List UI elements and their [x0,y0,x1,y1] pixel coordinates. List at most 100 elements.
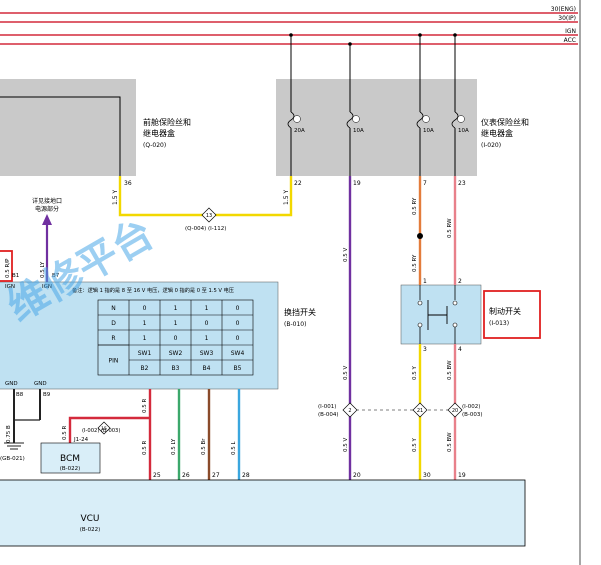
inst-pin-22: 22 [294,180,302,187]
truth-value: 1 [174,305,178,312]
inst-box-title-1: 仪表保险丝和 [481,117,529,127]
vcu-module: VCU (B-022) 25 26 27 28 20 30 19 [0,472,526,547]
conn-b004-refs-right: (I-002) [462,404,480,410]
pin-header: PIN [109,358,119,365]
truth-value: 1 [174,320,178,327]
conn-b004-refs-right2: (B-003) [462,412,483,418]
vcu-pin-19: 19 [458,472,466,479]
gauge-green: 0.5 LY [171,438,177,455]
fuse-icon: 10A [451,111,469,176]
connector-q004-refs: (Q-004) (I-112) [185,226,226,232]
vcu-code: (B-022) [80,527,101,533]
pin-b7: B7 [52,273,60,279]
truth-value: 0 [205,320,209,327]
brake-pin-2: 2 [458,278,462,285]
pin-b1: B1 [12,273,19,279]
bcm-title: BCM [60,454,80,464]
pin-number: B2 [141,365,149,372]
left-wire-gauge-1: 0.5 R/P [5,258,11,278]
brake-pin-3: 3 [423,346,427,353]
ign-label-1: IGN [5,284,15,290]
inst-pin-19: 19 [353,180,361,187]
truth-value: 1 [205,305,209,312]
conn-bcm-num: 15 [101,426,107,432]
gauge-pink-top: 0.5 RW [447,218,453,238]
arrow-up-icon [42,214,52,225]
inst-pin-7: 7 [423,180,427,187]
truth-value: 0 [236,305,240,312]
bus-note-2: 电源部分 [35,205,59,213]
gear-label: N [111,305,116,312]
vcu-pin-30: 30 [423,472,431,479]
gauge-purple-top: 0.5 V [343,248,349,262]
fuse-4-rating: 10A [458,128,469,134]
bcm-module: J1-24 BCM (B-022) [40,437,101,474]
vcu-title: VCU [80,514,99,524]
front-wire-gauge: 1.5 Y [112,190,119,205]
gear-label: R [111,335,115,342]
gauge-pink-low: 0.5 BW [447,360,453,380]
truth-value: 1 [143,320,147,327]
gear-label: D [111,320,116,327]
rail-label-30ip: 30(IP) [558,15,576,22]
gauge-ground: 0.75 B [6,425,12,443]
conn-b004-num2: 21 [417,408,423,414]
brake-pin-1: 1 [423,278,427,285]
gauge-orange-top: 0.5 RY [412,197,418,215]
rail-label-acc: ACC [564,37,576,44]
rail-label-ign: IGN [565,28,576,35]
inst-wire-gauge: 1.5 Y [283,190,290,205]
pin-number: B3 [172,365,180,372]
pin-b8: B8 [16,392,24,398]
gauge-yellow-low: 0.5 Y [412,438,418,452]
truth-value: 0 [174,335,178,342]
conn-b004-num: 2 [348,408,351,414]
bus-arrow-group: 详见接地口 电源部分 [32,197,62,282]
front-fuse-box: 前舱保险丝和 继电器盒 (Q-020) 36 [0,79,191,187]
vcu-pin-27: 27 [212,472,220,479]
connector-icon [412,402,428,418]
ground-code: (GB-021) [0,456,25,462]
front-box-title-1: 前舱保险丝和 [143,117,191,127]
connector-icon [447,402,463,418]
shifter-code: (B-010) [284,321,306,328]
vcu-pin-25: 25 [153,472,161,479]
connector-icon [97,421,111,435]
bcm-code: (B-022) [60,466,81,472]
shifter-title: 换挡开关 [284,307,316,317]
brake-switch: 制动开关 (I-013) 1 2 3 4 [400,278,541,353]
vcu-pin-28: 28 [242,472,250,479]
fuse-icon: 10A [346,111,364,176]
fuse-2-rating: 10A [353,128,364,134]
inst-pin-23: 23 [458,180,466,187]
rail-label-30eng: 30(ENG) [551,6,576,13]
truth-value: 0 [236,335,240,342]
ign-label-2: IGN [42,284,52,290]
brake-switch-title: 制动开关 [489,306,521,316]
fuse-icon: 10A [416,111,434,176]
gauge-red-b: 0.5 R [142,441,148,455]
gauge-bcm-wire: 0.5 R [62,426,68,440]
pin-number: B4 [203,365,211,372]
connector-q004-num: 13 [206,213,212,219]
inst-box-code: (I-020) [481,142,501,149]
brake-pin-4: 4 [458,346,462,353]
sw-header: SW2 [169,350,183,357]
gauge-brown: 0.5 Br [201,438,207,455]
gauge-yellow-mid: 0.5 Y [412,366,418,380]
vcu-pin-20: 20 [353,472,361,479]
brake-switch-code: (I-013) [489,320,509,327]
gnd-label-1: GND [5,381,18,387]
truth-value: 0 [143,305,147,312]
conn-b004-num3: 20 [452,408,458,414]
sw-header: SW3 [200,350,214,357]
front-box-pin: 36 [124,180,132,187]
gauge-red-a: 0.5 R [142,399,148,413]
yellow-link-wire: 1.5 Y 1.5 Y 13 (Q-004) (I-112) [112,176,293,232]
fuse-icon: 20A [287,111,305,176]
connector-icon [342,402,358,418]
wire-gauges: 0.5 V 0.5 RY 0.5 RY 0.5 RW 0.5 V 0.5 Y 0… [6,197,453,455]
left-wire-gauge-2: 0.5 LY [40,261,46,278]
